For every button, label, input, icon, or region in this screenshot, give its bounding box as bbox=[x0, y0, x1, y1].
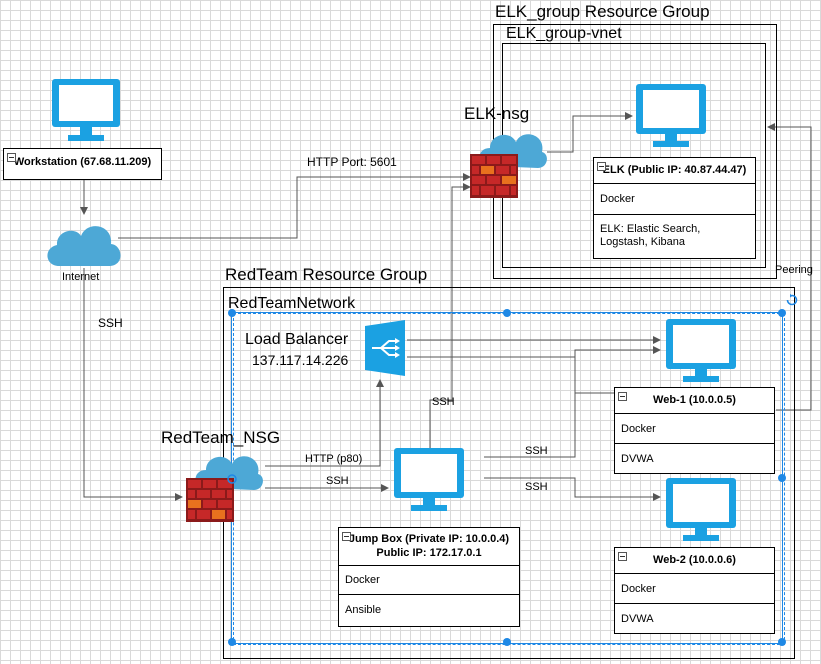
load-balancer-icon[interactable] bbox=[362, 320, 408, 376]
redteam-nsg-label: RedTeam_NSG bbox=[161, 428, 281, 447]
web2-card-title: Web-2 (10.0.0.6) bbox=[653, 554, 736, 566]
load-balancer-label: Load Balancer bbox=[245, 331, 349, 348]
jumpbox-card[interactable]: Jump Box (Private IP: 10.0.0.4) Public I… bbox=[338, 527, 520, 627]
http-5601-label: HTTP Port: 5601 bbox=[307, 155, 397, 169]
collapse-icon[interactable] bbox=[7, 153, 16, 162]
internet-cloud-icon[interactable] bbox=[43, 216, 125, 270]
web1-card-title: Web-1 (10.0.0.5) bbox=[653, 394, 736, 406]
web1-monitor-icon[interactable] bbox=[664, 317, 738, 383]
collapse-icon[interactable] bbox=[342, 532, 351, 541]
selection-handle[interactable] bbox=[778, 638, 786, 646]
redteam-nsg-firewall-icon[interactable] bbox=[184, 448, 266, 526]
collapse-icon[interactable] bbox=[618, 552, 627, 561]
web2-monitor-icon[interactable] bbox=[664, 476, 738, 542]
jumpbox-row-ansible: Ansible bbox=[345, 603, 382, 616]
selection-handle[interactable] bbox=[778, 474, 786, 482]
selection-handle[interactable] bbox=[228, 309, 236, 317]
ssh-internet-label: SSH bbox=[98, 316, 123, 330]
web2-row-dvwa: DVWA bbox=[621, 612, 654, 625]
collapse-icon[interactable] bbox=[618, 392, 627, 401]
workstation-card[interactable]: Workstation (67.68.11.209) bbox=[3, 148, 162, 180]
ssh-nsg-jump-label: SSH bbox=[326, 475, 349, 487]
edge-jumpbox-web2 bbox=[484, 477, 661, 501]
jumpbox-row-docker: Docker bbox=[339, 566, 519, 595]
internet-label: Internet bbox=[62, 271, 100, 283]
ssh-vertical-label: SSH bbox=[432, 396, 455, 408]
edge-internet-elknsg bbox=[118, 173, 471, 239]
elk-row-docker: Docker bbox=[594, 184, 755, 215]
load-balancer-ip: 137.117.14.226 bbox=[252, 352, 349, 368]
rotate-icon[interactable] bbox=[786, 294, 798, 306]
elk-group-title: ELK_group Resource Group bbox=[495, 2, 710, 21]
web1-row-dvwa: DVWA bbox=[621, 452, 654, 465]
edge-elknsg-elkvm bbox=[547, 112, 633, 153]
elk-nsg-firewall-icon[interactable] bbox=[468, 126, 548, 202]
selection-handle[interactable] bbox=[503, 309, 511, 317]
elk-card-title: ELK (Public IP: 40.87.44.47) bbox=[602, 164, 747, 176]
web2-row-docker: Docker bbox=[615, 574, 774, 604]
ssh-web2-label: SSH bbox=[525, 481, 548, 493]
ssh-web1-label: SSH bbox=[525, 445, 548, 457]
web2-card[interactable]: Web-2 (10.0.0.6) Docker DVWA bbox=[614, 547, 775, 634]
edge-internet-redteamnsg bbox=[83, 268, 183, 501]
collapse-icon[interactable] bbox=[597, 162, 606, 171]
edge-jumpbox-web1 bbox=[484, 346, 661, 458]
jumpbox-monitor-icon[interactable] bbox=[392, 446, 466, 512]
elk-card[interactable]: ELK (Public IP: 40.87.44.47) Docker ELK:… bbox=[593, 157, 756, 259]
redteam-group-title: RedTeam Resource Group bbox=[225, 265, 428, 284]
elk-monitor-icon[interactable] bbox=[634, 82, 708, 148]
jumpbox-title-line2: Public IP: 172.17.0.1 bbox=[376, 547, 482, 559]
elk-vnet-title: ELK_group-vnet bbox=[506, 25, 622, 42]
selection-handle[interactable] bbox=[503, 638, 511, 646]
edge-peering bbox=[767, 123, 812, 411]
redteam-network-title: RedTeamNetwork bbox=[228, 295, 356, 312]
workstation-monitor-icon[interactable] bbox=[50, 77, 122, 143]
jumpbox-title-line1: Jump Box (Private IP: 10.0.0.4) bbox=[348, 533, 510, 545]
web1-card[interactable]: Web-1 (10.0.0.5) Docker DVWA bbox=[614, 387, 775, 474]
workstation-label: Workstation (67.68.11.209) bbox=[13, 156, 152, 168]
edge-jumpbox-elknsg bbox=[429, 183, 471, 448]
selection-handle[interactable] bbox=[778, 309, 786, 317]
http-p80-label: HTTP (p80) bbox=[305, 453, 363, 465]
web1-row-docker: Docker bbox=[615, 414, 774, 444]
edge-nsg-lb bbox=[265, 379, 384, 467]
elk-row-stack: ELK: Elastic Search, Logstash, Kibana bbox=[600, 223, 701, 248]
selection-handle[interactable] bbox=[228, 638, 236, 646]
peering-label: Peering bbox=[775, 264, 813, 276]
elk-nsg-label: ELK-nsg bbox=[464, 104, 530, 123]
